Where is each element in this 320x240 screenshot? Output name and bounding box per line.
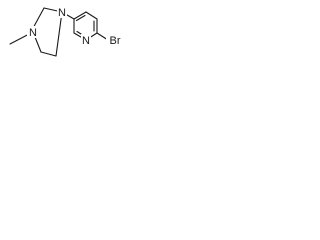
pyridine-n-bg: [81, 34, 91, 46]
structure-diagram: N N N Br: [9, 6, 125, 57]
bond-pip-c6-n1: [55, 11, 63, 57]
bond-c5-c4: [85, 11, 98, 20]
bond-pip-c5-c6: [40, 51, 57, 57]
bromine-bg: [106, 34, 125, 46]
bond-c4-c3-inner: [75, 14, 86, 22]
piperazine-n-methyl-label: N: [29, 27, 37, 39]
piperazine-n-aryl-bg: [57, 6, 67, 18]
bond-c4-c3: [73, 11, 87, 20]
piperazine-n-methyl-bg: [27, 26, 38, 38]
atom-labels: N N N Br: [27, 6, 125, 47]
bromine-label: Br: [110, 35, 121, 47]
piperazine-n-aryl-label: N: [58, 7, 66, 19]
pyridine-n-label: N: [82, 35, 90, 47]
